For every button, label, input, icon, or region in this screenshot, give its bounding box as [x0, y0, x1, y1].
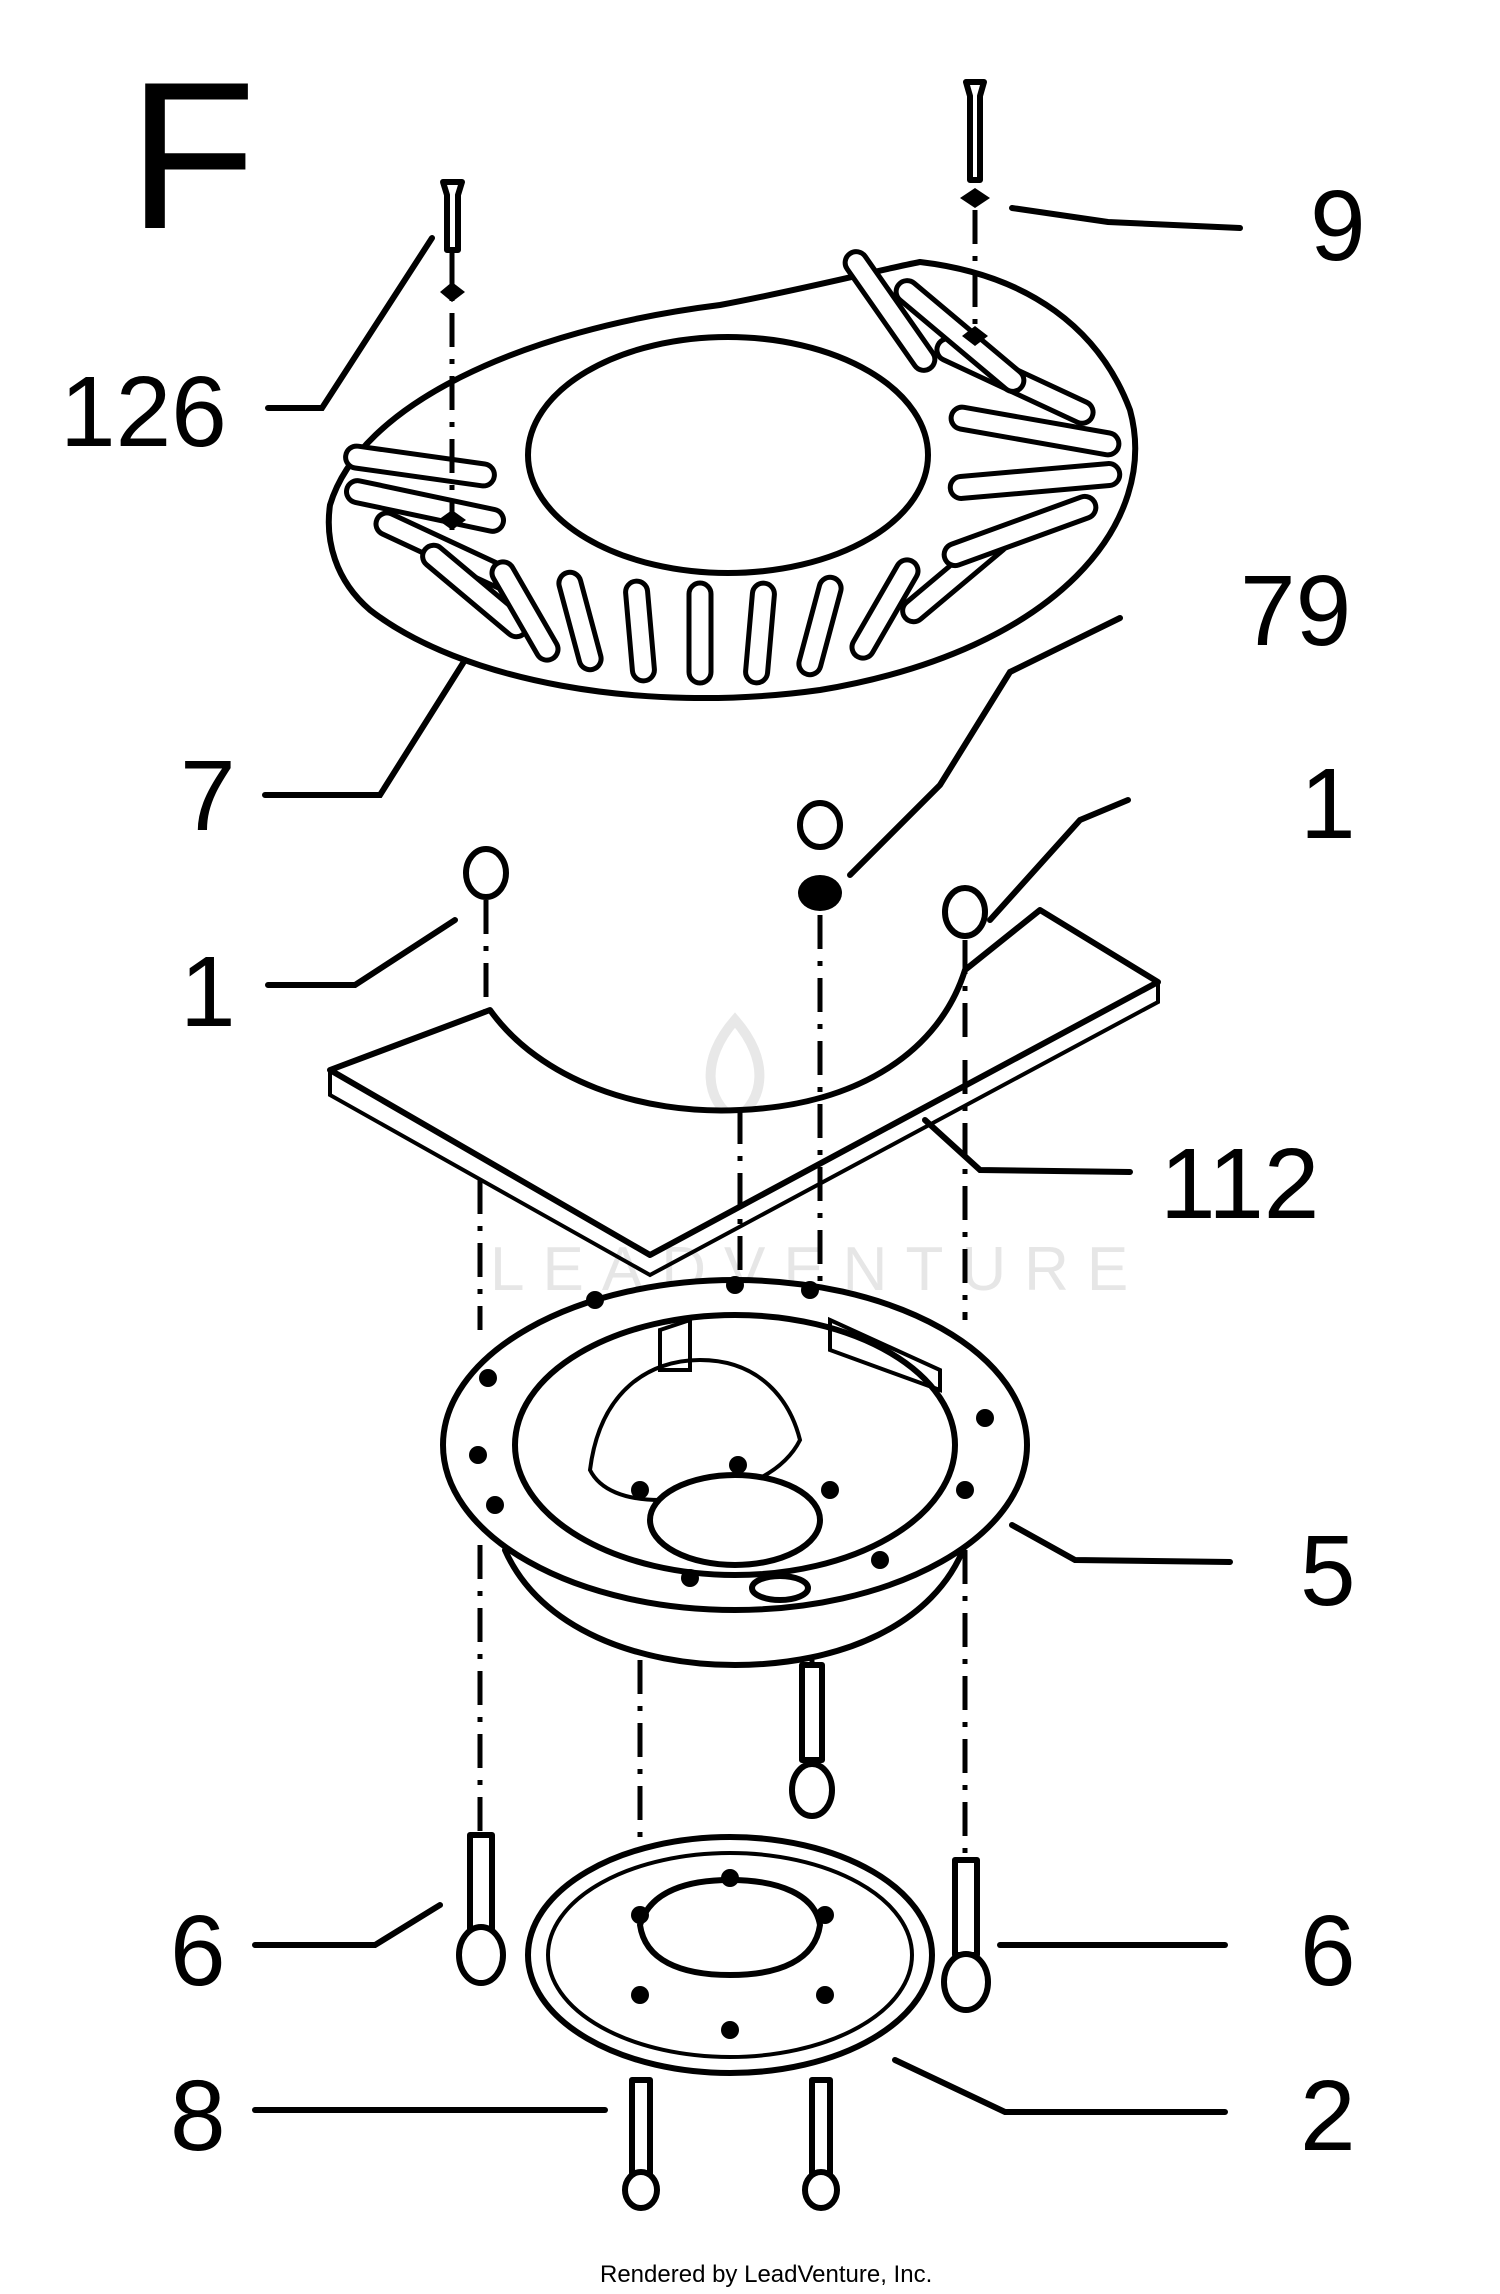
callout-6-left: 6: [170, 1895, 226, 2007]
bolt-center: [789, 1662, 835, 1819]
screw-part-126: [438, 179, 466, 530]
grille-slots: [343, 249, 1123, 686]
callout-112: 112: [1160, 1128, 1319, 1240]
housing-bolt-holes: [469, 1276, 994, 1603]
screw-part-9: [960, 79, 990, 346]
nut-part-1-left: [463, 846, 509, 1010]
bolt-part-8: [622, 2077, 840, 2211]
callout-2: 2: [1300, 2060, 1356, 2172]
callout-126: 126: [60, 356, 227, 468]
callout-5: 5: [1300, 1515, 1356, 1627]
callout-8: 8: [170, 2060, 226, 2172]
retainer-plate-part-2: [525, 1834, 935, 2076]
callout-1-left: 1: [180, 936, 236, 1048]
leader-lines: [252, 205, 1243, 2115]
callout-1-right: 1: [1300, 748, 1356, 860]
callout-7: 7: [180, 740, 236, 852]
callouts: 126 9 79 7 1 1 112 5 6 6 8 2: [60, 170, 1366, 2172]
callout-9: 9: [1310, 170, 1366, 282]
section-label: F: [128, 38, 256, 273]
footer-credit: Rendered by LeadVenture, Inc.: [600, 2261, 932, 2288]
bolt-part-6-left: [456, 1832, 506, 1986]
housing-part-5: [440, 1276, 1030, 1668]
grille-plate-part-7: [325, 249, 1139, 702]
nut-part-1-right: [942, 885, 988, 1040]
bolt-part-6-right: [941, 1857, 991, 2013]
callout-6-right: 6: [1300, 1895, 1356, 2007]
gasket-plate-part-112: [327, 907, 1161, 1278]
callout-79: 79: [1240, 555, 1351, 667]
nut-part-79: [797, 800, 843, 1300]
